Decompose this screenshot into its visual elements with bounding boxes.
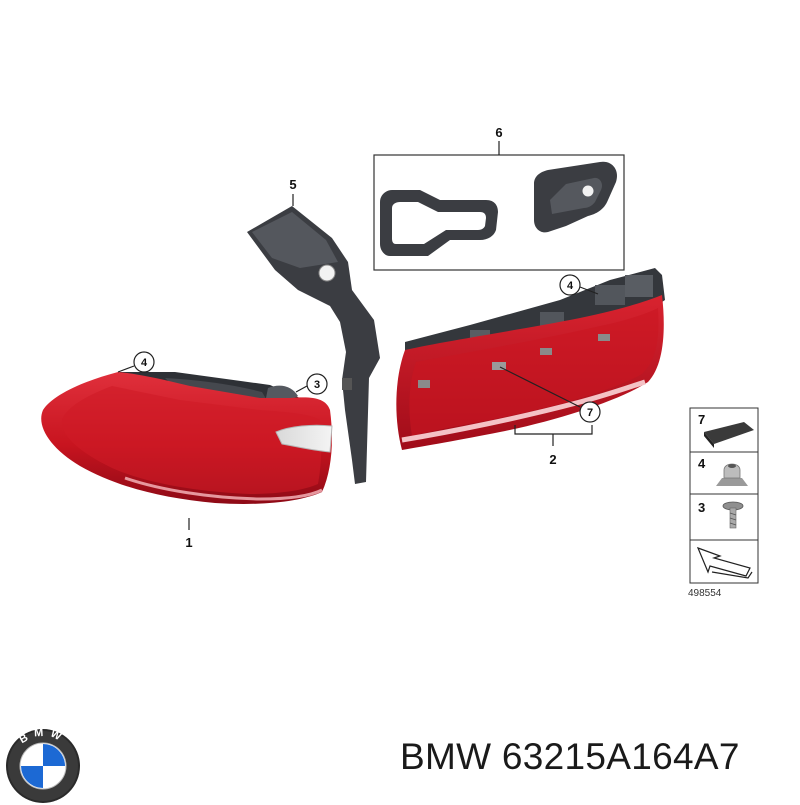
callout-part2: 2 [514, 425, 593, 467]
callout-part6: 6 [495, 125, 503, 155]
gasket-pair-box [373, 154, 625, 271]
svg-text:3: 3 [314, 379, 320, 391]
callout-part3: 3 [295, 373, 328, 395]
legend-box: 7 4 3 [688, 407, 759, 599]
diagram-reference-number: 498554 [688, 588, 722, 599]
arrow-pointer-icon [696, 546, 753, 579]
svg-text:4: 4 [567, 280, 574, 292]
tail-lamp-outer [41, 372, 333, 504]
svg-text:3: 3 [698, 500, 705, 515]
gasket-vertical [247, 206, 380, 484]
svg-text:4: 4 [698, 456, 706, 471]
callout-part5: 5 [289, 177, 297, 206]
svg-text:7: 7 [587, 407, 593, 419]
svg-text:6: 6 [495, 125, 502, 140]
tail-lamp-inner [396, 268, 665, 450]
callout-part4-left: 4 [117, 351, 155, 373]
svg-text:2: 2 [549, 452, 556, 467]
svg-text:1: 1 [185, 535, 192, 550]
foam-pad-icon [704, 422, 754, 448]
screw-icon [722, 501, 744, 529]
callout-part1: 1 [185, 518, 193, 550]
bmw-roundel-icon: BMW [6, 727, 80, 803]
legend-item-7: 7 [698, 412, 754, 448]
legend-item-3: 3 [698, 500, 744, 529]
clip-nut-icon [716, 463, 748, 486]
legend-item-4: 4 [698, 456, 748, 486]
legend-item-arrow [696, 546, 753, 579]
callout-part4-right: 4 [559, 274, 599, 296]
callout-part7: 7 [499, 366, 601, 423]
svg-text:7: 7 [698, 412, 705, 427]
part-number-caption: BMW 63215A164A7 [400, 736, 740, 777]
svg-text:5: 5 [289, 177, 296, 192]
svg-text:4: 4 [141, 357, 148, 369]
